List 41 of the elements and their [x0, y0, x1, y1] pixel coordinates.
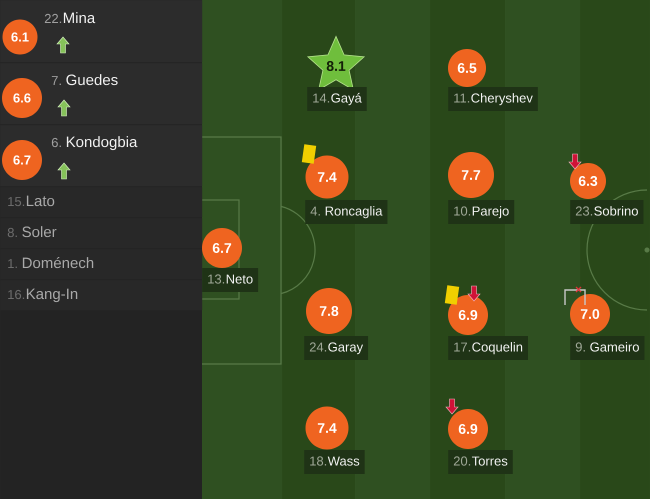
substitute-row: 15. Lato	[0, 187, 202, 218]
name-plate: 9. Gameiro	[570, 336, 644, 360]
node-label: Soler	[22, 226, 56, 238]
rating-badge: 6.7	[2, 140, 42, 180]
node-label: Doménech	[22, 256, 94, 268]
rating-badge: 6.9	[448, 409, 488, 449]
rating-badge: 7.0	[570, 294, 610, 334]
name-plate: 10. Parejo	[448, 200, 514, 224]
rating-badge: 7.8	[306, 288, 352, 334]
substitute-row: 8. Soler	[0, 218, 202, 248]
node-label: Guedes	[66, 74, 118, 86]
rating-badge: 7.4	[306, 156, 348, 198]
node-label: 1.	[8, 259, 17, 268]
name-plate: 14. Gayá	[307, 87, 367, 111]
node-label: Kang-In	[26, 288, 78, 302]
name-plate: 18.Wass	[304, 450, 365, 474]
name-plate: 17. Coquelin	[448, 336, 528, 360]
name-plate: 23. Sobrino	[570, 200, 644, 224]
rating-badge: 7.7	[448, 152, 494, 198]
node-label: 6.	[52, 138, 61, 148]
substitute-row: 1. Doménech	[0, 249, 202, 280]
rating-badge: 6.1	[2, 20, 38, 54]
node-label: 7.	[52, 76, 61, 86]
name-plate: 24. Garay	[304, 336, 368, 360]
rating-badge: 6.5	[448, 49, 486, 87]
node-label: 16.	[8, 290, 24, 300]
rating-badge: 6.6	[2, 78, 42, 118]
name-plate: 4. Roncaglia	[305, 200, 388, 224]
rating-badge: 6.9	[448, 295, 488, 335]
node-label: 8.	[8, 228, 17, 238]
node-label: Mina	[64, 12, 96, 24]
rating-badge: 6.3	[570, 163, 606, 199]
name-plate: 13. Neto	[202, 268, 258, 292]
node-label: 15.	[8, 197, 24, 206]
rating-badge: 6.7	[202, 228, 242, 268]
node-label: 22.	[44, 14, 62, 24]
rating-badge: 7.4	[306, 406, 348, 450]
name-plate: 11. Cheryshev	[448, 87, 538, 111]
node-label: Lato	[26, 196, 54, 206]
name-plate: 20.Torres	[448, 450, 513, 474]
node-label: Kondogbia	[66, 136, 138, 150]
